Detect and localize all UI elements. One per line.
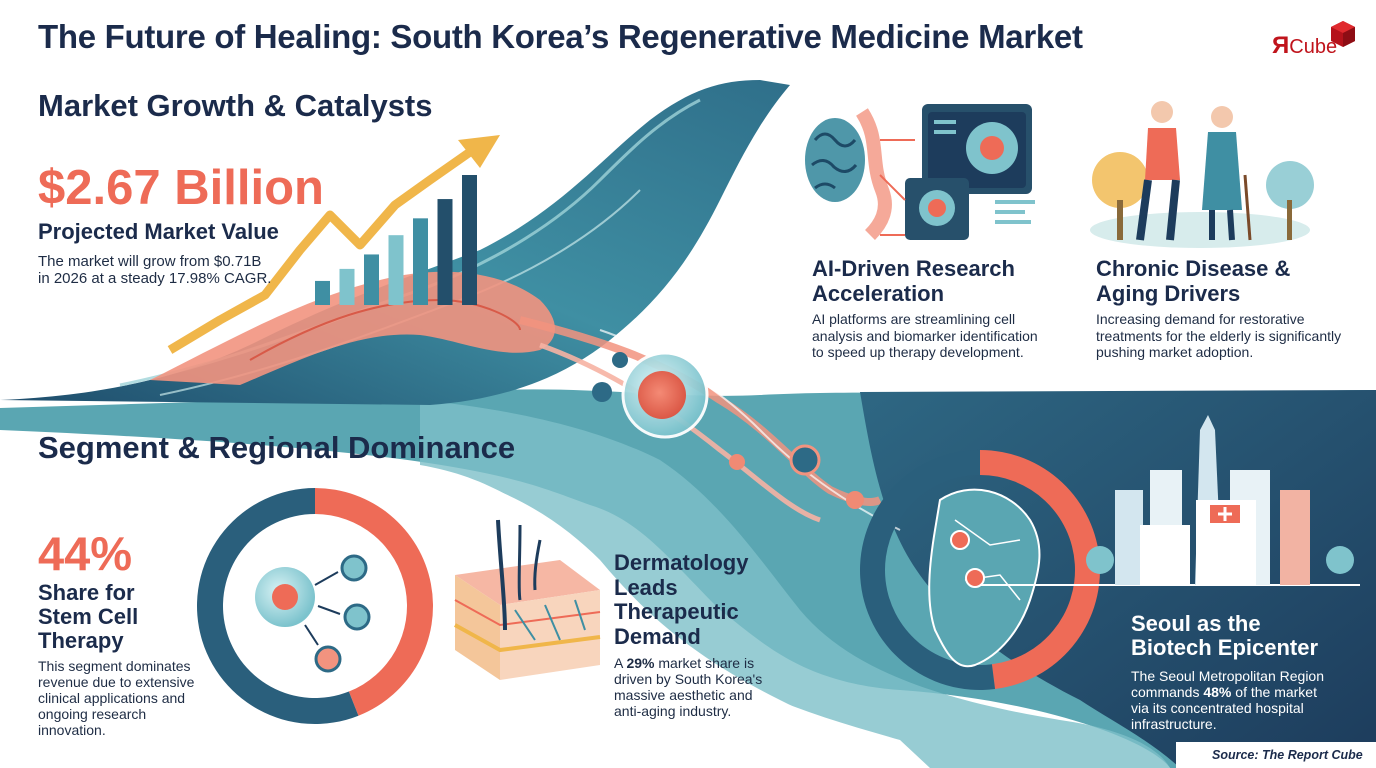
ai-title: AI-Driven Research Acceleration — [812, 256, 1015, 306]
dermatology-description-line: A 29% market share is — [614, 655, 762, 671]
donut-highlight-segment — [980, 450, 1101, 690]
stem-cell-description-line: clinical applications and — [38, 690, 186, 706]
growth-bar — [462, 175, 477, 305]
segment-heading: Segment & Regional Dominance — [38, 430, 516, 465]
text-fragment: market share is — [654, 655, 755, 671]
dermatology-title-line: Leads — [614, 574, 678, 600]
text-fragment: of the market — [1231, 684, 1317, 700]
logo-mark: Я — [1272, 32, 1290, 59]
growth-heading: Market Growth & Catalysts — [38, 88, 433, 123]
growth-bar — [413, 218, 428, 305]
korea-map-illustration — [928, 488, 1360, 668]
elderly-couple-illustration — [1090, 101, 1314, 248]
seoul-share-value: 48% — [1203, 684, 1232, 700]
growth-bar — [315, 280, 330, 305]
growth-description: The market will grow from $0.71B in 2026… — [38, 253, 318, 287]
dermatology-title-line: Therapeutic — [614, 599, 739, 624]
stem-cell-division-illustration — [255, 554, 371, 673]
market-value: $2.67 Billion — [38, 161, 324, 215]
growth-trend-line — [167, 148, 473, 354]
dermatology-description-line: driven by South Korea's — [614, 671, 763, 687]
stem-cell-description: This segment dominates revenue due to ex… — [38, 658, 194, 738]
report-cube-logo: ЯCube — [1272, 32, 1337, 60]
growth-bar — [437, 199, 453, 305]
growth-description-line: The market will grow from $0.71B — [38, 253, 262, 270]
text-fragment: commands — [1131, 684, 1204, 700]
growth-bar — [339, 268, 355, 305]
stem-cell-label-line: Therapy — [38, 628, 124, 653]
seoul-title-line: Biotech Epicenter — [1131, 635, 1319, 660]
growth-bar — [364, 254, 379, 305]
growth-description-line: in 2026 at a steady 17.98% CAGR. — [38, 270, 272, 287]
stem-cell-description-line: revenue due to extensive — [38, 674, 195, 690]
seoul-skyline-illustration — [1086, 415, 1354, 585]
ai-research-illustration — [805, 104, 1035, 240]
growth-bar — [388, 235, 404, 305]
dermatology-share-value: 29% — [626, 655, 655, 671]
seoul-description-line: infrastructure. — [1131, 716, 1217, 732]
ai-description-line: analysis and biomarker identification — [812, 327, 1038, 344]
ai-title-line: AI-Driven Research — [812, 256, 1015, 281]
aging-description-line: treatments for the elderly is significan… — [1096, 327, 1342, 344]
page-title: The Future of Healing: South Korea’s Reg… — [38, 18, 1083, 55]
ai-description-line: AI platforms are streamlining cell — [812, 311, 1016, 327]
donut-highlight-segment — [315, 488, 433, 716]
skin-cross-section-illustration — [454, 519, 601, 680]
dermatology-title-line: Demand — [614, 623, 701, 649]
flowing-ribbon — [0, 80, 790, 405]
aging-description-line: pushing market adoption. — [1096, 344, 1254, 360]
teal-wave-light — [420, 400, 1170, 768]
growth-arrow-head — [458, 135, 500, 168]
market-value-label: Projected Market Value — [38, 219, 279, 244]
ai-title-line: Acceleration — [812, 281, 945, 306]
donut-remainder-segment — [860, 450, 996, 690]
stem-cell-description-line: innovation. — [38, 722, 106, 738]
donut-remainder-segment — [196, 488, 359, 725]
aging-description-line: Increasing demand for restorative — [1096, 311, 1305, 327]
aging-title: Chronic Disease & Aging Drivers — [1096, 256, 1290, 306]
seoul-description-line: The Seoul Metropolitan Region — [1131, 668, 1325, 684]
growth-bars — [315, 175, 477, 305]
seoul-description-line: via its concentrated hospital — [1131, 700, 1304, 716]
logo-text: Cube — [1289, 36, 1338, 58]
logo-cube-icon — [1331, 21, 1355, 47]
dermatology-title-line: Dermatology — [614, 550, 749, 575]
seoul-description-line: commands 48% of the market — [1131, 684, 1324, 700]
stem-cell-share-label: Share for Stem Cell Therapy — [38, 581, 138, 653]
ai-description: AI platforms are streamlining cell analy… — [812, 311, 1038, 361]
seoul-share-donut-chart — [860, 450, 1101, 690]
dermatology-description: A 29% market share is driven by South Ko… — [614, 655, 762, 719]
stem-cell-description-line: This segment dominates — [38, 658, 191, 674]
stem-cell-share-value: 44% — [38, 527, 133, 580]
central-cell-nucleus — [638, 371, 686, 419]
dermatology-description-line: massive aesthetic and — [614, 687, 753, 703]
ai-description-line: to speed up therapy development. — [812, 344, 1024, 360]
seoul-title: Seoul as the Biotech Epicenter — [1131, 612, 1318, 660]
seoul-description: The Seoul Metropolitan Region commands 4… — [1131, 668, 1324, 732]
seoul-title-line: Seoul as the — [1131, 611, 1261, 636]
text-fragment: A — [614, 655, 627, 671]
stem-cell-label-line: Stem Cell — [38, 604, 139, 629]
dermatology-title: Dermatology Leads Therapeutic Demand — [614, 550, 749, 649]
stem-cell-description-line: ongoing research — [38, 706, 147, 722]
source-note: Source: The Report Cube — [1176, 742, 1376, 768]
aging-title-line: Aging Drivers — [1096, 281, 1241, 306]
dermatology-description-line: anti-aging industry. — [614, 703, 732, 719]
stem-cell-label-line: Share for — [38, 580, 135, 605]
stem-cell-donut-chart — [196, 488, 433, 725]
aging-description: Increasing demand for restorative treatm… — [1096, 311, 1341, 361]
aging-title-line: Chronic Disease & — [1096, 256, 1291, 281]
